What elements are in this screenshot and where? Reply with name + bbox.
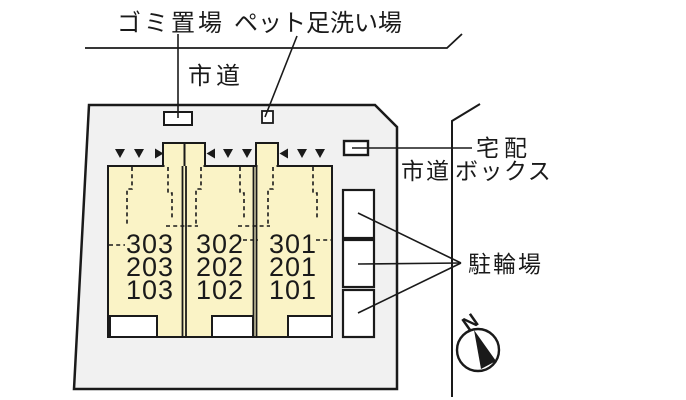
unit-302-label: 302 [196, 229, 244, 259]
down-triangle-marker-icon [134, 149, 144, 158]
unit-101-label: 101 [269, 275, 317, 305]
bicycle-parking-box-1 [341, 188, 376, 240]
dashed-plan-line [126, 167, 133, 226]
road-right-label: 市道 [401, 158, 451, 184]
delivery-box-label-line2: ボックス [455, 158, 552, 184]
unit-103-label: 103 [126, 275, 174, 305]
down-triangle-marker-icon [242, 149, 252, 158]
entrance-porch-unit1 [109, 315, 158, 338]
unit-303-label: 303 [126, 229, 174, 259]
dashed-plan-line [239, 167, 245, 220]
down-triangle-marker-icon [297, 149, 307, 158]
right-triangle-marker-icon [155, 148, 164, 159]
unit-301-label: 301 [269, 229, 317, 259]
edge-patch [257, 163, 277, 169]
entrance-porch-unit2 [211, 315, 254, 338]
compass-icon: N [455, 310, 501, 373]
unit-203-label: 203 [126, 252, 174, 282]
dashed-plan-line [312, 167, 318, 220]
leader-pet-wash [264, 35, 298, 118]
stairwell-2 [255, 142, 279, 167]
down-triangle-marker-icon [223, 149, 233, 158]
unit-202-label: 202 [196, 252, 244, 282]
dashed-plan-line [267, 167, 274, 226]
road-top-label: 市道 [188, 63, 244, 90]
leader-bicycle-3 [357, 262, 462, 314]
building-outline [107, 165, 333, 338]
pet-foot-wash-label: ペット足洗い場 [234, 10, 402, 37]
left-triangle-marker-icon [206, 148, 215, 159]
road-right-line [451, 103, 481, 397]
bicycle-parking-label: 駐輪場 [468, 251, 543, 277]
dashed-plan-line [167, 167, 173, 220]
down-triangle-marker-icon [115, 149, 125, 158]
road-top-line [85, 33, 463, 49]
down-triangle-marker-icon [315, 149, 325, 158]
leader-bicycle-1 [357, 212, 462, 264]
dashed-plan-line [195, 167, 202, 226]
unit-201-label: 201 [269, 252, 317, 282]
entrance-porch-unit3 [287, 315, 333, 338]
compass-needle [474, 330, 496, 369]
left-triangle-marker-icon [279, 148, 288, 159]
unit-102-label: 102 [196, 275, 244, 305]
delivery-box-label-line1: 宅配 [476, 135, 532, 161]
garbage-area-label: ゴミ置場 [117, 10, 225, 37]
leader-bicycle-2 [357, 262, 462, 265]
